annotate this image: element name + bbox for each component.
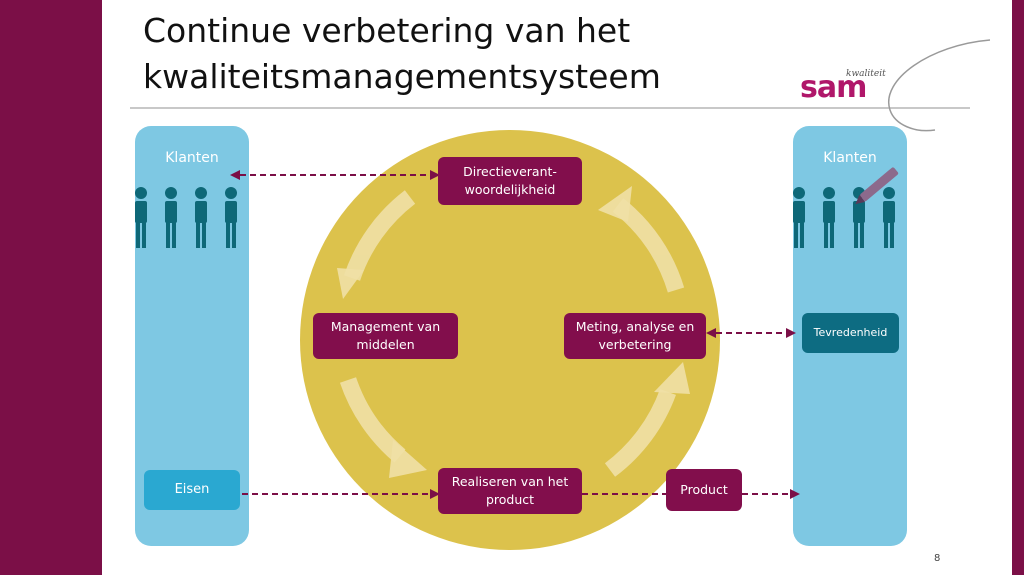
arrowhead-top: [598, 186, 632, 222]
logo: sam: [800, 70, 867, 105]
logo-tagline: kwaliteit: [846, 69, 886, 79]
people-group-icon: [793, 187, 895, 248]
box-realiseren-van-het-product: Realiseren van het product: [438, 468, 582, 514]
box-eisen: Eisen: [144, 470, 240, 510]
people-group-icon: [135, 187, 237, 248]
arrowhead-bottom: [389, 440, 427, 478]
cycle-arrow-top-left: [343, 190, 416, 281]
arrowhead-right: [654, 362, 690, 394]
box-tevredenheid: Tevredenheid: [802, 313, 899, 353]
box-management-van-middelen: Management van middelen: [313, 313, 458, 359]
cycle-arrow-bottom-right: [604, 388, 676, 477]
title-divider: [130, 107, 970, 109]
left-brand-band: [0, 0, 102, 575]
customers-label-left: Klanten: [165, 150, 219, 166]
arrowhead-left: [337, 268, 364, 299]
customers-label-right: Klanten: [823, 150, 877, 166]
right-brand-band: [1012, 0, 1024, 575]
slide-title: Continue verbetering van het kwaliteitsm…: [143, 11, 661, 96]
box-directieverantwoordelijkheid: Directieverant-woordelijkheid: [438, 157, 582, 205]
cycle-circle: [300, 130, 720, 550]
box-product: Product: [666, 469, 742, 511]
box-meting-analyse: Meting, analyse en verbetering: [564, 313, 706, 359]
page-number: 8: [934, 553, 941, 564]
